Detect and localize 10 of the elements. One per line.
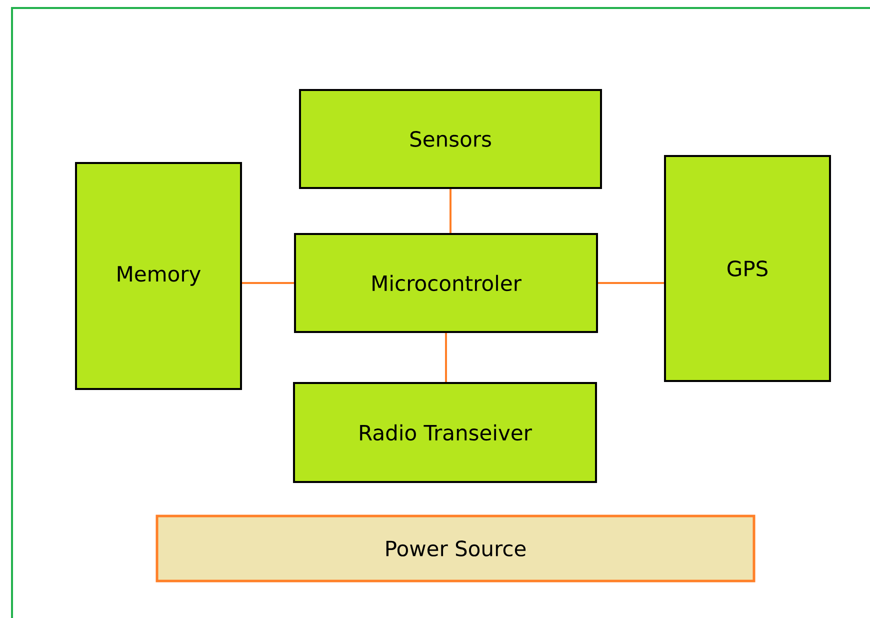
connector-line (445, 333, 447, 382)
component-box: Radio Transeiver (293, 382, 597, 483)
connector-line (242, 282, 294, 284)
component-box: Memory (75, 162, 242, 390)
connector-line (598, 282, 664, 284)
component-box: GPS (664, 155, 831, 382)
component-box: Sensors (299, 89, 602, 189)
connector-line (450, 189, 452, 233)
power-source-box: Power Source (156, 514, 756, 582)
component-box: Microcontroler (294, 233, 598, 333)
